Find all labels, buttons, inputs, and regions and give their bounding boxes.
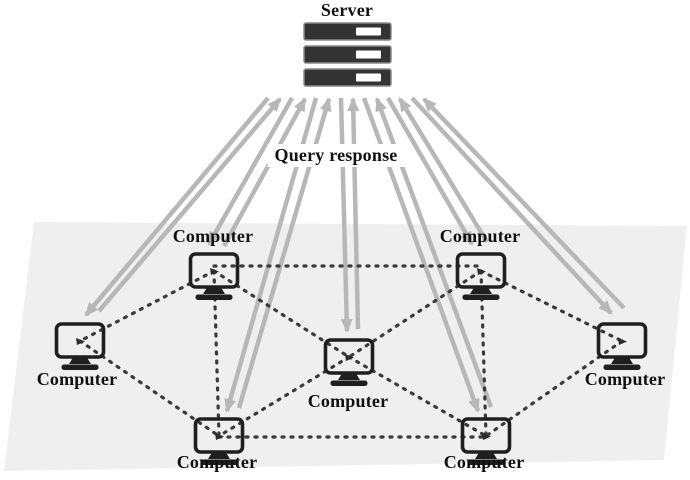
arrow-server-to-left	[84, 96, 270, 317]
arrow-left-to-server	[97, 97, 282, 313]
arrow-server-to-center	[338, 97, 353, 333]
computer-label-right: Computer	[584, 369, 666, 389]
arrow-server-to-top-left	[207, 96, 294, 246]
computer-label-center: Computer	[307, 391, 389, 411]
ground-plane	[4, 222, 687, 471]
query-response-arrows	[84, 96, 626, 413]
server-icon	[303, 22, 392, 87]
computer-label-top-left: Computer	[172, 226, 254, 246]
computer-label-top-right: Computer	[439, 226, 521, 246]
computer-label-left: Computer	[36, 369, 118, 389]
computer-label-bottom-right: Computer	[443, 452, 525, 472]
arrow-right-to-server	[422, 97, 626, 310]
query-response-label: Query response	[267, 144, 405, 167]
arrow-top-right-to-server	[398, 97, 489, 244]
arrow-server-to-top-right	[386, 96, 474, 246]
server-label: Server	[320, 0, 374, 20]
computer-label-bottom-left: Computer	[176, 452, 258, 472]
arrow-server-to-right	[410, 96, 613, 315]
arrow-center-to-server	[347, 97, 361, 330]
arrow-top-left-to-server	[222, 97, 307, 248]
